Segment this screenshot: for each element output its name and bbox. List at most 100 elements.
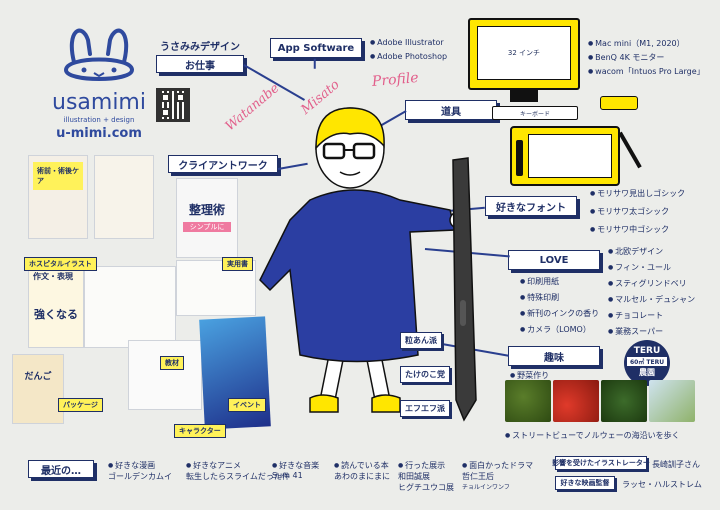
app-software-label: App Software	[270, 38, 362, 58]
faction-tag: たけのこ党	[400, 366, 450, 383]
love-item: フィン・ユール	[608, 262, 671, 273]
keyboard-label: キーボード	[519, 110, 550, 118]
portfolio-tag: 実用書	[222, 257, 253, 271]
teru-badge-top: TERU	[633, 346, 661, 356]
tool-item: wacom「Intuos Pro Large」	[588, 66, 705, 77]
font-item: モリサワ見出しゴシック	[590, 188, 685, 199]
tool-item: BenQ 4K モニター	[588, 52, 664, 63]
recent-value: ゴールデンカムイ	[108, 472, 172, 481]
recent-category: 好きな漫画	[108, 460, 172, 471]
tablet-icon	[510, 126, 620, 186]
mac-mini-icon	[600, 96, 638, 110]
brand-name: usamimi	[52, 90, 146, 115]
love-item: チョコレート	[608, 310, 663, 321]
teru-badge: TERU 60㎡ TERU 農園	[624, 340, 670, 386]
connector-line	[314, 58, 316, 69]
recent-item: 行った展示 和田誠展 ヒグチユウコ展	[398, 460, 454, 493]
stylus-icon	[618, 131, 642, 169]
keyboard-icon: キーボード	[492, 106, 578, 120]
font-item: モリサワ中ゴシック	[590, 224, 669, 235]
recent-value: あわのまにまに	[334, 472, 390, 481]
qr-code-icon[interactable]	[156, 88, 190, 122]
recent-item: 好きなアニメ 転生したらスライムだった件	[186, 460, 290, 482]
portfolio-dango-book: だんご	[12, 354, 64, 424]
love-item: マルセル・デュシャン	[608, 294, 695, 305]
director-value: ラッセ・ハルストレム	[622, 480, 702, 489]
portfolio-open-book	[94, 155, 154, 239]
brand-block: usamimi illustration + design u-mimi.com	[44, 20, 154, 150]
recent-value: 哲仁王后	[462, 472, 494, 481]
book-title-big: 強くなる	[34, 308, 78, 321]
vegetable-photo-4	[649, 380, 695, 422]
portfolio-event-poster	[199, 316, 271, 430]
monitor-icon: 32 インチ	[468, 18, 580, 90]
recent-category: 好きな音楽	[272, 460, 319, 471]
recent-value: 転生したらスライムだった件	[186, 472, 290, 481]
love-item: 新刊のインクの香り	[520, 308, 599, 319]
portfolio-tag: 教材	[160, 356, 184, 370]
recent-value-2: ヒグチユウコ展	[398, 483, 454, 492]
hobby-caption: ストリートビューでノルウェーの海沿いを歩く	[505, 430, 680, 441]
clients-label: クライアントワーク	[168, 155, 278, 173]
recent-category: 好きなアニメ	[186, 460, 290, 471]
app-item: Adobe Photoshop	[370, 52, 447, 61]
portfolio-kids-illust	[84, 266, 176, 348]
love-item: 特殊印刷	[520, 292, 559, 303]
recent-item: 好きな音楽 Sum 41	[272, 460, 319, 480]
portfolio-textbook	[128, 340, 202, 410]
work-label: お仕事	[156, 55, 244, 73]
teru-badge-bottom: 農園	[639, 368, 655, 377]
recent-label: 最近の…	[28, 460, 94, 478]
design-name: うさみみデザイン	[160, 42, 240, 53]
teru-badge-mid: 60㎡ TERU	[627, 357, 667, 366]
vegetable-photo-1	[505, 380, 551, 422]
portfolio-organize-book: 整理術 シンプルに	[176, 178, 238, 258]
monitor-size: 32 インチ	[507, 49, 541, 57]
recent-item: 好きな漫画 ゴールデンカムイ	[108, 460, 172, 482]
book-title: 整理術	[188, 203, 225, 217]
recent-item: 読んでいる本 あわのまにまに	[334, 460, 390, 482]
portfolio-tag: パッケージ	[58, 398, 103, 412]
director-label: 好きな映画監督	[555, 476, 615, 490]
influence-label: 影響を受けたイラストレーター	[552, 456, 650, 470]
love-item: 北欧デザイン	[608, 246, 663, 257]
portfolio-tag: イベント	[228, 398, 266, 412]
fonts-label: 好きなフォント	[485, 196, 577, 216]
book-title: だんご	[24, 372, 52, 382]
rabbit-logo-icon	[63, 28, 135, 81]
recent-category: 読んでいる本	[334, 460, 390, 471]
book-subtitle: シンプルに	[183, 222, 231, 232]
vegetable-photo-3	[601, 380, 647, 422]
love-item: カメラ（LOMO）	[520, 324, 591, 335]
portfolio-tag: キャラクター	[174, 424, 226, 438]
hobby-item: 野菜作り	[510, 370, 549, 381]
portfolio-tag: ホスピタルイラスト	[24, 257, 97, 271]
love-item: 印刷用紙	[520, 276, 559, 287]
profile-title: Profile	[371, 69, 420, 91]
recent-category: 面白かったドラマ	[462, 460, 533, 471]
faction-tag: 粒あん派	[400, 332, 442, 349]
vegetable-photo-2	[553, 380, 599, 422]
love-label: LOVE	[508, 250, 600, 270]
influence-value: 長崎訓子さん	[652, 460, 700, 469]
book-title: 術前・術後ケア	[33, 162, 83, 190]
book-title: 作文・表現	[33, 272, 73, 281]
font-item: モリサワ太ゴシック	[590, 206, 669, 217]
monitor-stand	[510, 90, 538, 102]
recent-category: 行った展示	[398, 460, 454, 471]
love-item: スティグリンドベリ	[608, 278, 687, 289]
portfolio-essay-book: 作文・表現 強くなる	[28, 266, 84, 348]
recent-item: 面白かったドラマ 哲仁王后 チョルインワンフ	[462, 460, 533, 491]
brand-tagline: illustration + design	[63, 116, 135, 124]
hobby-label: 趣味	[508, 346, 600, 366]
tool-item: Mac mini（M1, 2020）	[588, 38, 685, 49]
recent-value-2: チョルインワンフ	[462, 484, 510, 491]
character-illustration	[259, 107, 477, 422]
faction-tag: エフエフ派	[400, 400, 450, 417]
app-item: Adobe Illustrator	[370, 38, 444, 47]
portfolio-surgery-book: 術前・術後ケア	[28, 155, 88, 239]
recent-value: Sum 41	[272, 471, 303, 480]
love-item: 業務スーパー	[608, 326, 663, 337]
recent-value: 和田誠展	[398, 472, 430, 481]
brand-url[interactable]: u-mimi.com	[56, 126, 142, 141]
